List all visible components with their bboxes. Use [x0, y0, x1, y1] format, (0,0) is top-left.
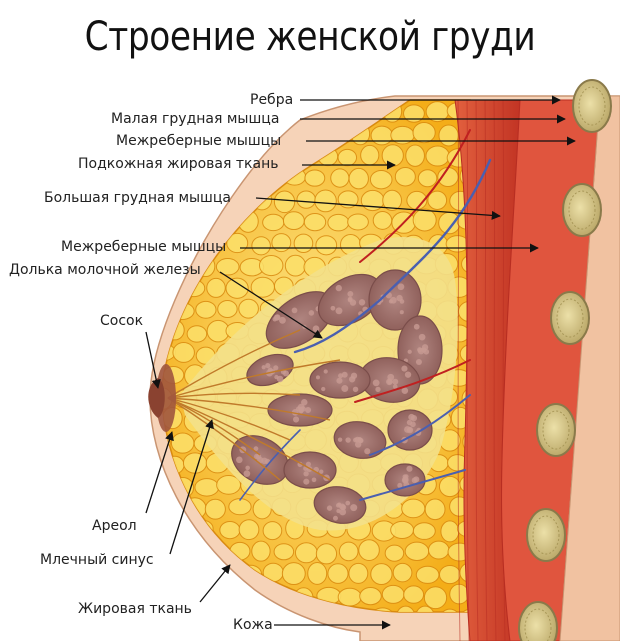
label-nipple: Сосок [100, 313, 144, 329]
label-mammary-lobule: Долька молочной железы [9, 262, 201, 278]
label-areola: Ареол [92, 518, 137, 534]
label-ribs: Ребра [250, 92, 294, 108]
label-pectoralis-minor: Малая грудная мышца [111, 111, 280, 127]
lactiferous-ducts [167, 329, 341, 481]
label-subcutaneous-fat: Подкожная жировая ткань [78, 156, 279, 172]
label-intercostal-muscles-bottom: Межреберные мышцы [61, 239, 227, 255]
blood-vessels [239, 129, 492, 501]
label-pectoralis-major: Большая грудная мышца [44, 190, 231, 206]
label-intercostal-muscles-top: Межреберные мышцы [116, 133, 282, 149]
label-skin: Кожа [233, 617, 273, 633]
glandular-tissue [180, 236, 458, 531]
page-title: Строение женской груди [84, 14, 536, 60]
label-pointers [145, 95, 576, 630]
label-lactiferous-sinus: Млечный синус [40, 552, 154, 568]
label-adipose-tissue: Жировая ткань [78, 601, 192, 617]
ribs [518, 79, 612, 641]
